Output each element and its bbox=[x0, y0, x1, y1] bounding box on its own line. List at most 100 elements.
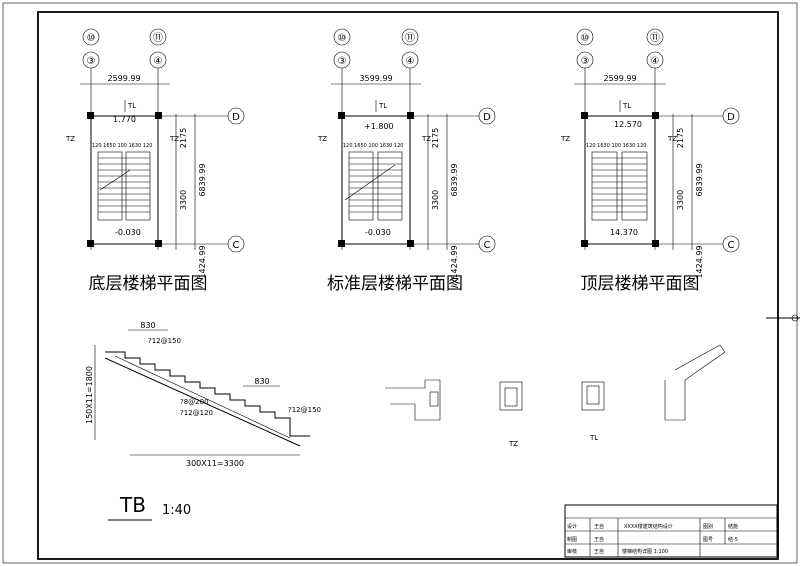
flight-dim: 3300 bbox=[676, 190, 685, 210]
detail-4 bbox=[664, 344, 726, 421]
axis-label-C: C bbox=[233, 240, 240, 251]
height-dim: 6839.99 bbox=[450, 163, 459, 196]
rebar-4: ?12@150 bbox=[288, 406, 321, 414]
tl-label: TL bbox=[622, 102, 631, 110]
bot-dim: 1424.99 bbox=[695, 245, 704, 278]
column bbox=[87, 112, 94, 119]
column bbox=[155, 240, 162, 247]
bot-dim: 1424.99 bbox=[450, 245, 459, 278]
tb-c2v: 结-5 bbox=[728, 536, 738, 543]
sheet-frame bbox=[37, 11, 779, 560]
width-dim: 2599.99 bbox=[107, 74, 140, 83]
tb-r3c2: 王自 bbox=[594, 548, 604, 555]
axis-label-3: ③ bbox=[581, 56, 590, 67]
top-dim: 2175 bbox=[179, 128, 188, 148]
stair-well bbox=[341, 115, 411, 245]
axis-label-10: ⑩ bbox=[338, 33, 347, 44]
plan-standard-floor: ⑩ ⑪ ③ ④ 3599.99 TL +1.800 120 1650 100 1… bbox=[317, 28, 496, 294]
axis-label-10: ⑩ bbox=[87, 33, 96, 44]
tb-c1v: 结施 bbox=[728, 523, 738, 530]
plan-ground-floor: ⑩ ⑪ ③ ④ 2599.99 TL 1.770 120 1650 100 16… bbox=[65, 28, 245, 294]
split-dims: 120 1650 100 1630 120 bbox=[92, 143, 152, 149]
edge-mark-circle bbox=[791, 314, 799, 322]
tb-c2: 图号 bbox=[703, 537, 713, 543]
tb-project: XXXX楼建筑结构设计 bbox=[624, 523, 673, 530]
axis-label-D: D bbox=[483, 112, 491, 123]
rebar-1: ?12@150 bbox=[148, 337, 181, 345]
axis-label-4: ④ bbox=[154, 56, 163, 67]
plan-title: 标准层楼梯平面图 bbox=[327, 274, 463, 294]
stair-section-tb: 150X11=1800 830 ?12@150 830 ?8@200 ?12@1… bbox=[85, 321, 321, 521]
detail-tz bbox=[499, 381, 523, 411]
axis-label-10: ⑩ bbox=[581, 33, 590, 44]
tz-right-label: TZ bbox=[421, 135, 431, 143]
column bbox=[87, 240, 94, 247]
tz-left-label: TZ bbox=[317, 135, 327, 143]
plan-title: 顶层楼梯平面图 bbox=[581, 274, 700, 294]
height-dim: 6839.99 bbox=[198, 163, 207, 196]
stair-well bbox=[584, 115, 656, 245]
level-top: +1.800 bbox=[364, 122, 394, 131]
stair-steps bbox=[105, 351, 310, 437]
tl-label: TL bbox=[378, 102, 387, 110]
section-scale: 1:40 bbox=[162, 503, 191, 518]
top-dim: 2175 bbox=[676, 128, 685, 148]
rebar-3: ?12@120 bbox=[180, 409, 213, 417]
level-bot: 14.370 bbox=[610, 228, 638, 237]
level-bot: -0.030 bbox=[115, 228, 141, 237]
rebar-2: ?8@200 bbox=[180, 398, 209, 406]
tb-drawing: 楼梯结构详图 1:100 bbox=[622, 548, 668, 555]
tb-r2c2: 王自 bbox=[594, 536, 604, 543]
break-line bbox=[99, 169, 131, 191]
axis-label-D: D bbox=[727, 112, 735, 123]
axis-bubble-10 bbox=[82, 28, 100, 46]
level-top: 12.570 bbox=[614, 120, 642, 129]
axis-label-C: C bbox=[728, 240, 735, 251]
width-dim: 3599.99 bbox=[359, 74, 392, 83]
detail-tl bbox=[581, 381, 605, 411]
flight-right bbox=[125, 151, 151, 221]
tz-detail-label: TZ bbox=[508, 440, 518, 448]
stair-soffit bbox=[104, 357, 301, 447]
height-dim: 6839.99 bbox=[695, 163, 704, 196]
dim-top: 830 bbox=[140, 321, 155, 330]
tb-r1c2: 王自 bbox=[594, 523, 604, 530]
run-dim: 300X11=3300 bbox=[186, 459, 244, 468]
stair-well bbox=[90, 115, 159, 245]
height-dim: 150X11=1800 bbox=[85, 366, 94, 424]
axis-label-4: ④ bbox=[406, 56, 415, 67]
axis-bubble-11 bbox=[149, 28, 167, 46]
plan-title: 底层楼梯平面图 bbox=[89, 274, 208, 294]
width-dim: 2599.99 bbox=[603, 74, 636, 83]
tl-label: TL bbox=[127, 102, 136, 110]
plan-top-floor: ⑩ ⑪ ③ ④ 2599.99 TL 12.570 120 1630 100 1… bbox=[560, 28, 740, 294]
bot-dim: 1424.99 bbox=[198, 245, 207, 278]
axis-label-D: D bbox=[232, 112, 240, 123]
tz-left-label: TZ bbox=[65, 135, 75, 143]
tb-r3c1: 审核 bbox=[567, 548, 577, 555]
detail-1 bbox=[385, 379, 441, 421]
title-block: 设计 王自 制图 王自 审核 王自 XXXX楼建筑结构设计 楼梯结构详图 1:1… bbox=[564, 504, 778, 558]
flight-dim: 3300 bbox=[431, 190, 440, 210]
flight-left bbox=[97, 151, 123, 221]
section-label: TB bbox=[119, 493, 146, 517]
axis-label-4: ④ bbox=[651, 56, 660, 67]
tb-r1c1: 设计 bbox=[567, 523, 577, 530]
axis-label-3: ③ bbox=[338, 56, 347, 67]
axis-label-11: ⑪ bbox=[650, 32, 660, 44]
column bbox=[155, 112, 162, 119]
axis-label-11: ⑪ bbox=[153, 32, 163, 44]
axis-label-C: C bbox=[484, 240, 491, 251]
split-dims: 120 1650 100 1630 120 bbox=[343, 143, 403, 149]
flight-dim: 3300 bbox=[179, 190, 188, 210]
tz-right-label: TZ bbox=[169, 135, 179, 143]
top-dim: 2175 bbox=[431, 128, 440, 148]
tb-c1: 图别 bbox=[703, 523, 713, 530]
details-group: TZ TL bbox=[385, 344, 726, 448]
axis-bubble-D bbox=[227, 107, 245, 125]
tl-detail-label: TL bbox=[589, 434, 598, 442]
tz-right-label: TZ bbox=[667, 135, 677, 143]
axis-label-3: ③ bbox=[87, 56, 96, 67]
